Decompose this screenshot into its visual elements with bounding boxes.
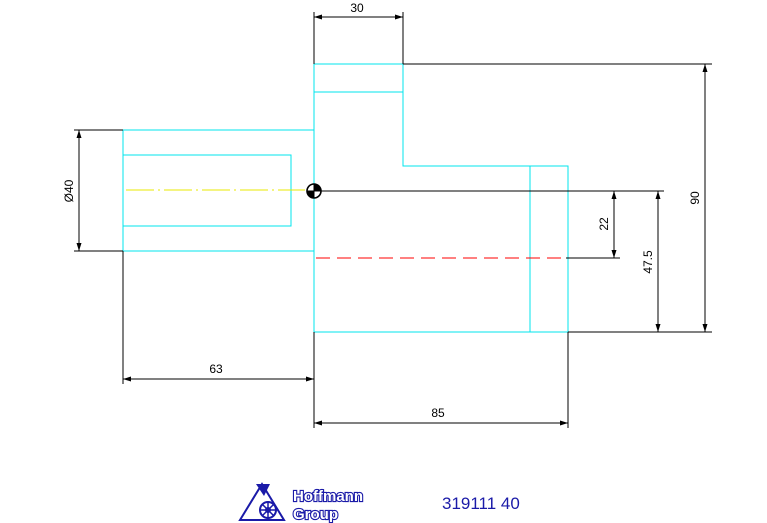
part-outline: [122, 63, 569, 333]
dim-offset-47-5: 47.5: [641, 250, 655, 274]
dim-right-length: 85: [431, 406, 445, 420]
origin-marker: [306, 183, 322, 199]
dim-diameter: Ø40: [62, 179, 76, 202]
brand-name-line2: Group: [293, 506, 338, 523]
dim-offset-22: 22: [597, 217, 611, 231]
part-number: 319111 40: [442, 494, 520, 513]
dim-overall-height: 90: [688, 191, 702, 205]
dimension-lines: [74, 12, 712, 428]
hoffmann-logo-icon: [238, 482, 286, 521]
dim-top-width: 30: [350, 1, 364, 15]
dim-left-length: 63: [209, 362, 223, 376]
brand-name-line1: Hoffmann: [293, 488, 363, 505]
dimension-arrows: [76, 14, 708, 426]
